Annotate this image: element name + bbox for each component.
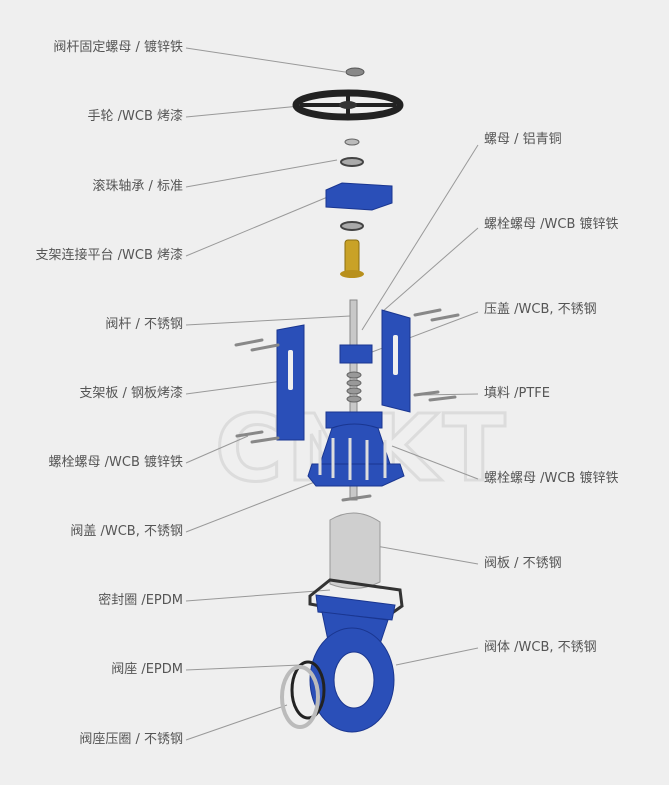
label-valve-stem: 阀杆 / 不锈钢 (105, 317, 183, 332)
ball-bearing (340, 157, 364, 167)
valve-body (309, 594, 396, 733)
bonnet (307, 411, 405, 487)
label-bracket-plate: 支架板 / 钢板烤漆 (79, 386, 183, 401)
seat (290, 660, 326, 720)
gland (339, 344, 373, 364)
label-gland: 压盖 /WCB, 不锈钢 (484, 302, 597, 317)
handwheel (292, 89, 404, 121)
label-bolt-nut-top: 螺栓螺母 /WCB 镀锌铁 (484, 217, 619, 232)
label-handwheel: 手轮 /WCB 烤漆 (87, 109, 184, 124)
bracket-platform (325, 182, 393, 211)
label-gasket: 密封圈 /EPDM (98, 593, 183, 608)
bolts (234, 308, 460, 502)
seat-retaining-ring (280, 665, 320, 729)
label-seat: 阀座 /EPDM (111, 662, 183, 677)
packing (346, 371, 362, 403)
label-bolt-nut-right: 螺栓螺母 /WCB 镀锌铁 (484, 471, 619, 486)
stem-nut (345, 67, 365, 77)
ball-bearing-2 (340, 221, 364, 231)
leader-lines (185, 47, 479, 741)
label-seat-ring: 阀座压圈 / 不锈钢 (79, 732, 183, 747)
brass-nut (344, 239, 360, 275)
label-valve-body: 阀体 /WCB, 不锈钢 (484, 640, 597, 655)
label-nut: 螺母 / 铝青铜 (484, 132, 562, 147)
gasket (308, 578, 404, 620)
label-packing: 填料 /PTFE (484, 386, 550, 401)
label-bonnet: 阀盖 /WCB, 不锈钢 (70, 524, 183, 539)
washer (344, 138, 360, 146)
label-bolt-nut-left: 螺栓螺母 /WCB 镀锌铁 (48, 455, 184, 470)
label-bracket-platform: 支架连接平台 /WCB 烤漆 (35, 248, 184, 263)
label-stem-nut: 阀杆固定螺母 / 镀锌铁 (53, 40, 183, 55)
gate-plate (329, 512, 381, 589)
label-ball-bearing: 滚珠轴承 / 标准 (92, 179, 183, 194)
label-gate-plate: 阀板 / 不锈钢 (484, 556, 562, 571)
